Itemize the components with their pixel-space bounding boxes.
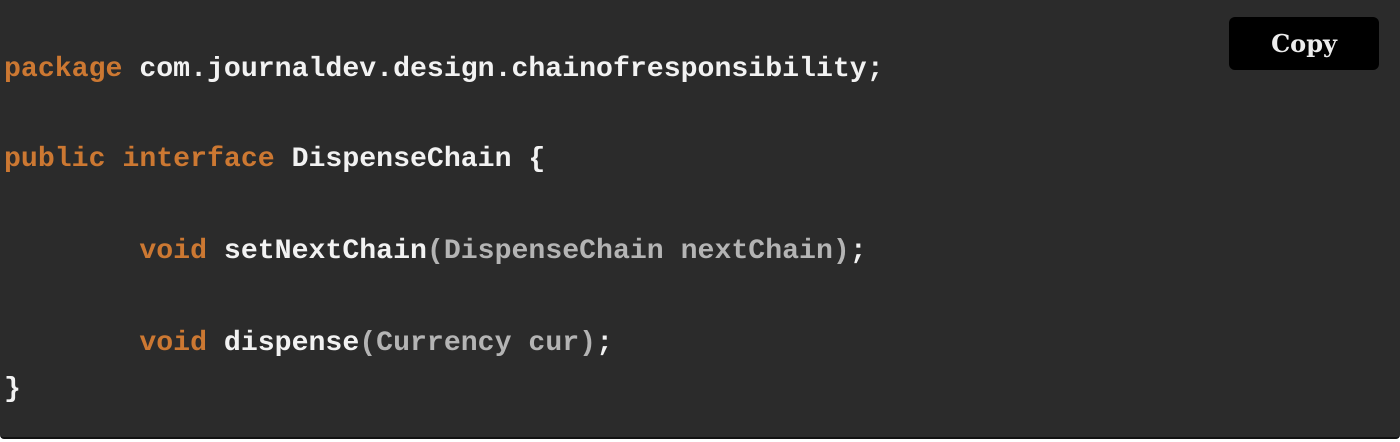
package-name: com.journaldev.design.chainofresponsibil… [139,54,884,85]
keyword-interface: interface [122,144,275,175]
keyword-void: void [139,236,207,267]
method-name: setNextChain [223,236,427,267]
code-line-package: package com.journaldev.design.chainofres… [4,53,884,87]
interface-name: DispenseChain { [291,144,546,175]
copy-button[interactable]: Copy [1229,17,1379,70]
method-params: (DispenseChain nextChain) [426,236,850,267]
keyword-package: package [4,54,123,85]
code-line-closing-brace: } [4,374,21,405]
code-line-interface: public interface DispenseChain { [4,143,545,177]
method-params: (Currency cur) [359,328,597,359]
code-line-dispense: void dispense(Currency cur); [139,328,613,359]
method-name: dispense [223,328,360,359]
code-line-setnextchain: void setNextChain(DispenseChain nextChai… [139,236,867,267]
keyword-void: void [139,328,207,359]
keyword-public: public [4,144,106,175]
